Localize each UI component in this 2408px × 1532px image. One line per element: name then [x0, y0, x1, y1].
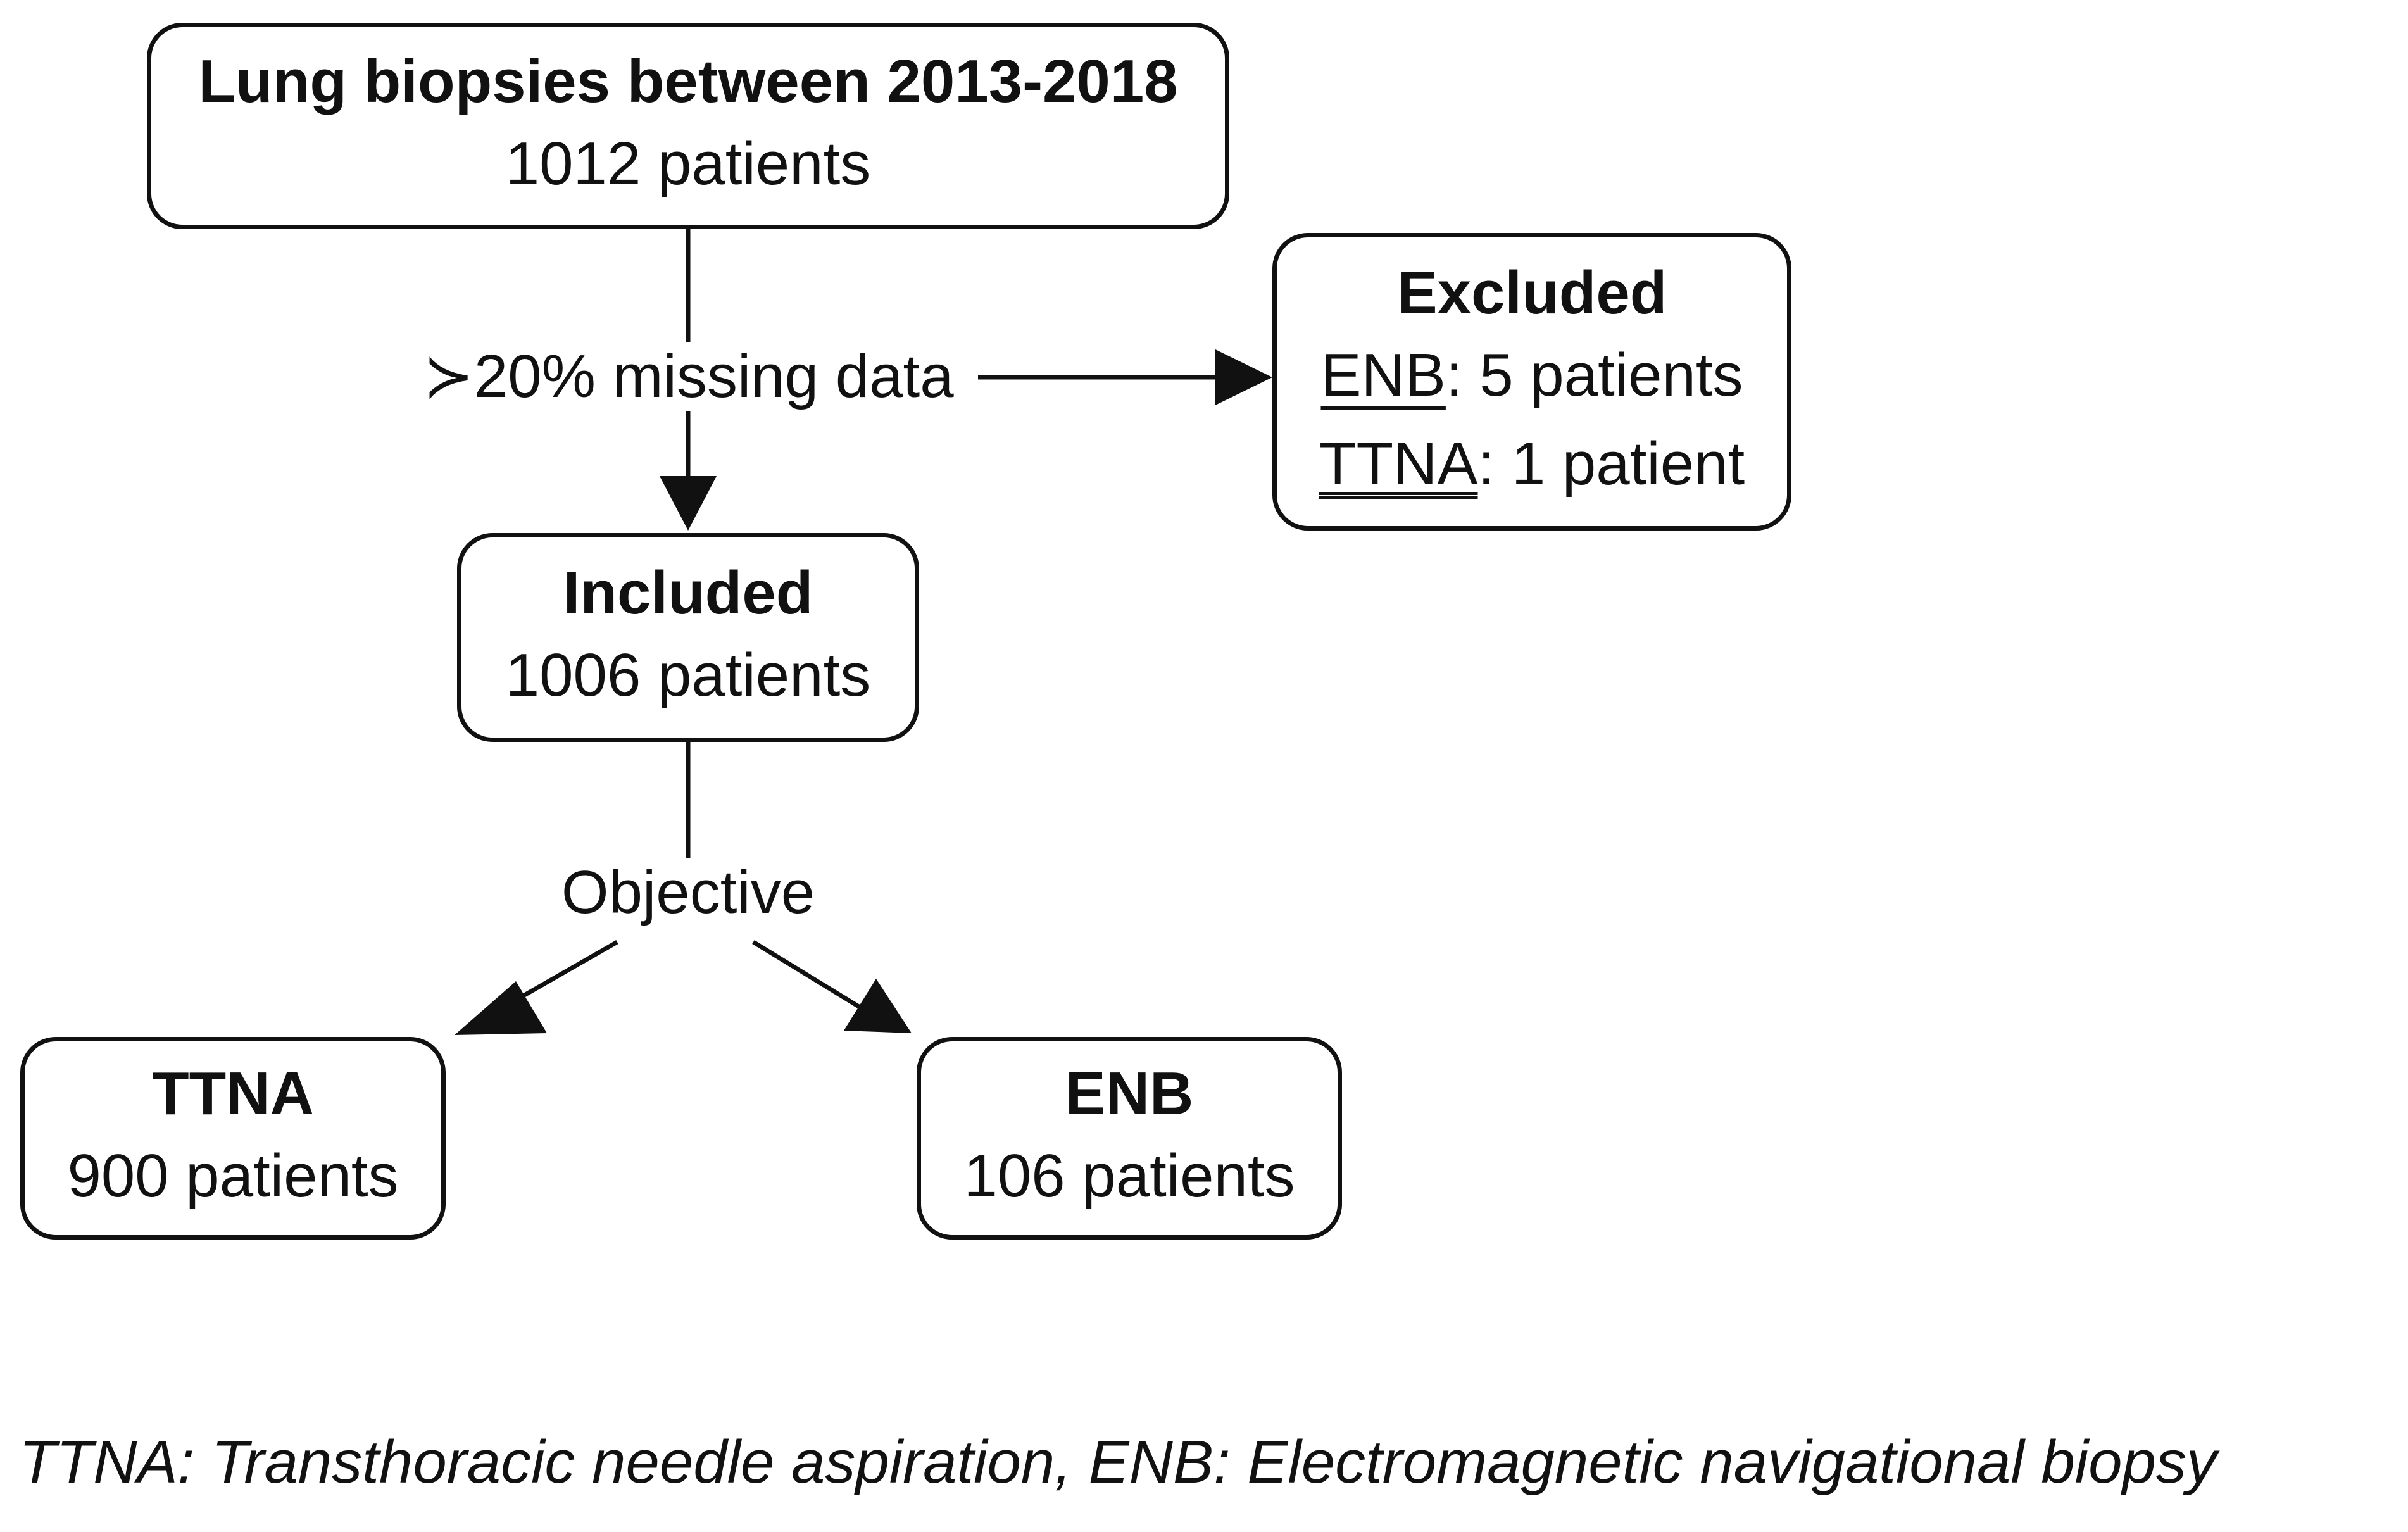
- label-missing-data: ≻20% missing data: [399, 342, 978, 411]
- node-enb-count: 106 patients: [963, 1142, 1295, 1210]
- node-excluded-enb-line: ENB: 5 patients: [1320, 341, 1743, 409]
- node-excluded: Excluded ENB: 5 patients TTNA: 1 patient: [1272, 233, 1791, 531]
- node-included: Included 1006 patients: [457, 533, 919, 742]
- arrowhead-down-left-icon: [455, 981, 547, 1035]
- node-ttna-count: 900 patients: [67, 1142, 399, 1210]
- node-excluded-ttna-line: TTNA: 1 patient: [1319, 430, 1745, 498]
- abbr-enb: ENB: [1320, 341, 1446, 409]
- node-ttna-title: TTNA: [152, 1060, 314, 1127]
- node-included-count: 1006 patients: [505, 641, 871, 709]
- label-objective: Objective: [525, 858, 851, 927]
- arrowhead-down-icon: [660, 476, 717, 531]
- node-lung-biopsies-title: Lung biopsies between 2013-2018: [198, 47, 1178, 115]
- node-ttna: TTNA 900 patients: [20, 1037, 446, 1240]
- abbreviation-legend: TTNA: Transthoracic needle aspiration, E…: [19, 1428, 2217, 1496]
- node-lung-biopsies-count: 1012 patients: [505, 130, 871, 198]
- arrowhead-right-icon: [1215, 349, 1272, 405]
- abbr-ttna: TTNA: [1319, 430, 1478, 498]
- node-enb: ENB 106 patients: [917, 1037, 1342, 1240]
- node-lung-biopsies: Lung biopsies between 2013-2018 1012 pat…: [147, 23, 1229, 229]
- node-excluded-title: Excluded: [1396, 259, 1667, 327]
- node-included-title: Included: [563, 559, 813, 627]
- node-enb-title: ENB: [1065, 1060, 1194, 1127]
- connector-objective-to-enb: [752, 940, 862, 1010]
- arrowhead-down-right-icon: [844, 979, 912, 1033]
